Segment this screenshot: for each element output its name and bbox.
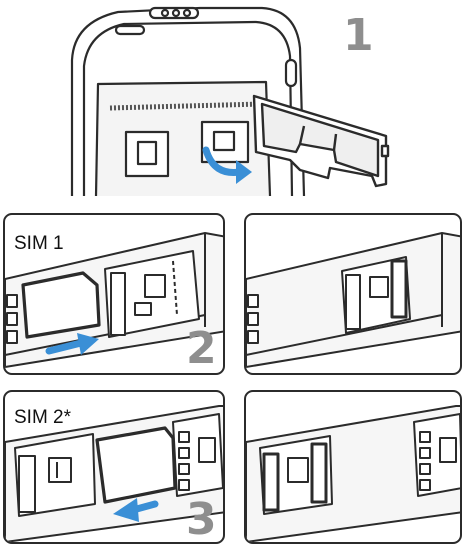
sim1-inserted-panel	[244, 213, 462, 375]
arrow-left-icon	[113, 498, 159, 522]
arrow-right-icon	[45, 333, 99, 355]
curved-arrow-icon	[202, 146, 252, 184]
sim2-insert-drawing	[5, 405, 223, 542]
sim1-label: SIM 1	[14, 233, 64, 254]
sim2-inserted-panel	[244, 390, 462, 544]
sim1-insert-panel: SIM 1 2	[3, 213, 225, 375]
sim1-insert-drawing	[5, 232, 223, 368]
step-number-1: 1	[343, 10, 374, 61]
device-back-illustration	[70, 6, 390, 197]
sim2-label: SIM 2*	[14, 407, 72, 428]
sim2-insert-panel: SIM 2* 3	[3, 390, 225, 544]
sim2-inserted-drawing	[246, 405, 460, 542]
step-number-2: 2	[186, 323, 217, 374]
sim1-inserted-drawing	[246, 232, 460, 368]
step-number-3: 3	[186, 494, 217, 544]
